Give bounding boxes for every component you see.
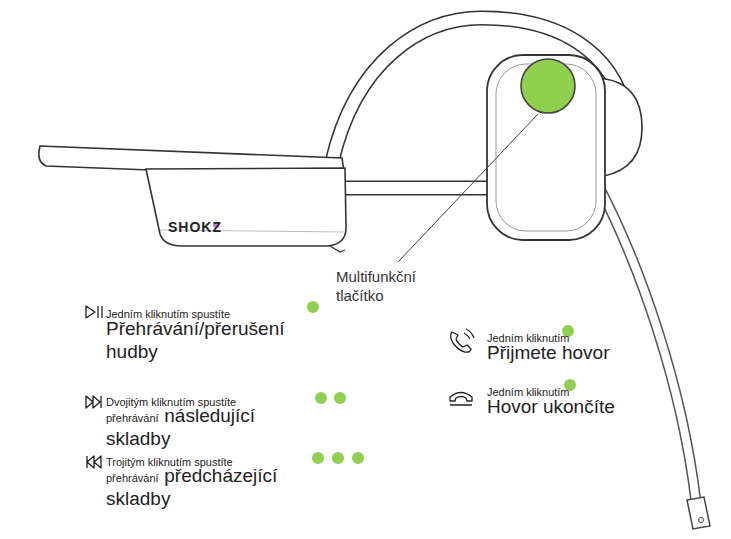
action-text: Přehrávání/přerušení hudby [106, 318, 285, 362]
action-text: Přijmete hovor [487, 342, 610, 363]
hint-text: přehrávání [106, 472, 159, 484]
click-dot [315, 392, 327, 404]
earpiece [487, 55, 605, 240]
previous-icon [87, 456, 101, 468]
click-dot [312, 452, 324, 464]
boom-mic [598, 185, 696, 502]
label-group: přehrávánínásledující skladby [106, 405, 296, 451]
illustration-part [86, 306, 474, 468]
multifunction-button [521, 59, 575, 113]
action-text: předcházející skladby [106, 465, 277, 509]
neck-band [340, 181, 500, 196]
click-dot [334, 392, 346, 404]
part-label: Multifunkční tlačítko [336, 268, 416, 304]
label-group: přehrávánípředcházející skladby [106, 465, 306, 511]
label-group: SHOKZ [168, 217, 222, 236]
play-pause-icon [86, 306, 102, 318]
label-group: Hovor ukončíte [487, 396, 615, 419]
action-text: Hovor ukončíte [487, 396, 615, 417]
action-text: následující skladby [106, 405, 255, 449]
label-group: Přijmete hovor [487, 342, 610, 365]
click-dot [307, 301, 319, 313]
pod-seam [330, 246, 345, 252]
mic-hole [699, 518, 704, 523]
click-dots [307, 301, 576, 464]
hint-text: přehrávání [106, 412, 159, 424]
boom-mic [598, 185, 696, 502]
end-call-icon [450, 393, 472, 406]
mic-tip [687, 497, 710, 529]
label-group: Multifunkční tlačítko [336, 267, 436, 305]
left-pod [146, 168, 346, 246]
click-dot [332, 452, 344, 464]
illustration-part [332, 18, 696, 502]
leader-line [398, 114, 538, 262]
label-group: Přehrávání/přerušení hudby [106, 318, 311, 364]
neck-band [340, 182, 500, 194]
brand-logo: SHOKZ [168, 219, 222, 235]
answer-call-icon [451, 329, 474, 352]
next-icon [86, 396, 101, 408]
click-dot [352, 452, 364, 464]
